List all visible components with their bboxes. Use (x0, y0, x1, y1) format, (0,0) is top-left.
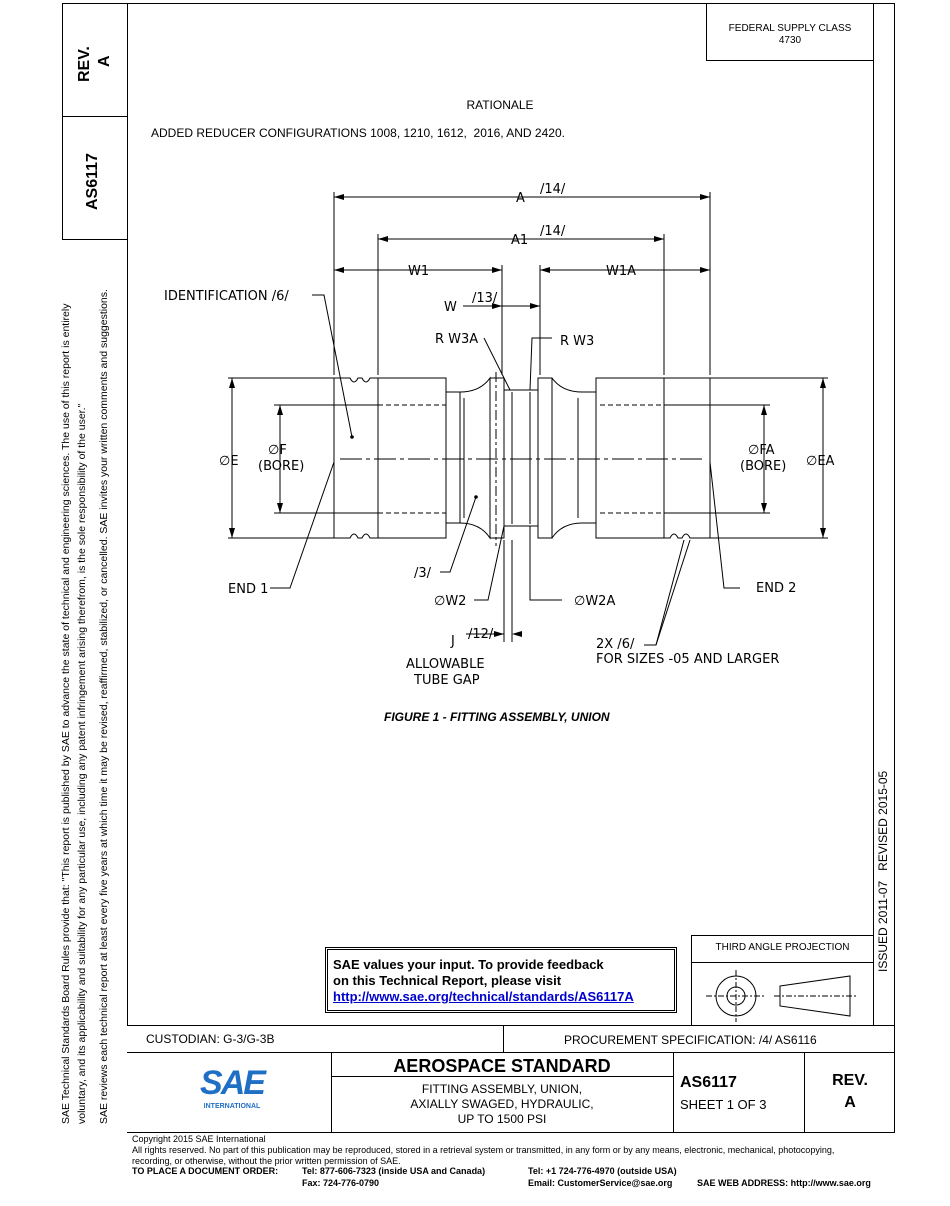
label-j: J (450, 634, 455, 649)
label-phi-ea: ∅EA (806, 454, 835, 469)
label-w1a: W1A (606, 264, 636, 279)
footer-tel-intl: Tel: +1 724-776-4970 (outside USA) (528, 1166, 677, 1176)
label-sizes-note: FOR SIZES -05 AND LARGER (596, 652, 779, 667)
custodian-row-divider (127, 1052, 895, 1053)
standard-type: AEROSPACE STANDARD (393, 1056, 611, 1076)
projection-divider (691, 962, 873, 963)
issued-revised: ISSUED 2011-07 REVISED 2015-05 (876, 770, 890, 972)
feedback-line2: on this Technical Report, please visit (333, 973, 562, 988)
footer-order-label: TO PLACE A DOCUMENT ORDER: (132, 1166, 279, 1176)
doc-title-line3: UP TO 1500 PSI (457, 1112, 547, 1126)
rev-label: REV. (832, 1072, 868, 1089)
label-phi-w2a: ∅W2A (574, 594, 615, 609)
footer-fax: Fax: 724-776-0790 (302, 1178, 380, 1188)
label-bore-left: (BORE) (258, 459, 304, 474)
title-block-bottom-line (127, 1132, 895, 1133)
label-2x-note: 2X /6/ (596, 637, 635, 652)
standard-type-underline (331, 1076, 673, 1077)
federal-supply-label: FEDERAL SUPPLY CLASS (728, 23, 852, 34)
label-end2: END 2 (756, 581, 796, 596)
rationale-text: ADDED REDUCER CONFIGURATIONS 1008, 1210,… (151, 126, 565, 140)
label-j-note: /12/ (468, 627, 494, 642)
footer-copyright: Copyright 2015 SAE International (132, 1134, 266, 1144)
label-a-note: /14/ (540, 182, 566, 197)
fitting-assembly-drawing: A /14/ A1 /14/ W1 W1A W /13/ IDENTIFICAT… (164, 182, 835, 688)
doc-divider (673, 1052, 674, 1132)
rationale-title: RATIONALE (466, 98, 534, 112)
label-phi-fa: ∅FA (748, 443, 775, 458)
frame-left-line (127, 3, 128, 1025)
custodian-divider (503, 1025, 504, 1052)
footer-rights2: recording, or otherwise, without the pri… (132, 1156, 401, 1166)
footer-email: Email: CustomerService@sae.org (528, 1178, 673, 1188)
sae-logo-sub: INTERNATIONAL (203, 1103, 261, 1110)
doc-number: AS6117 (680, 1074, 737, 1091)
feedback-line1: SAE values your input. To provide feedba… (333, 957, 604, 972)
custodian: CUSTODIAN: G-3/G-3B (146, 1032, 275, 1046)
side-note-line3: SAE reviews each technical report at lea… (98, 289, 110, 1124)
label-w: W (444, 300, 457, 315)
label-w-note: /13/ (472, 291, 498, 306)
federal-supply-value: 4730 (778, 35, 802, 46)
label-bore-right: (BORE) (740, 459, 786, 474)
federal-supply-box (706, 3, 874, 61)
sheet-number: SHEET 1 OF 3 (680, 1097, 767, 1112)
label-rw3a: R W3A (435, 332, 478, 347)
label-tube-gap: TUBE GAP (413, 673, 480, 688)
frame-right-line (894, 3, 895, 1133)
label-rw3: R W3 (560, 334, 594, 349)
figure-caption: FIGURE 1 - FITTING ASSEMBLY, UNION (384, 710, 610, 724)
label-allowable: ALLOWABLE (406, 657, 485, 672)
label-a: A (516, 191, 525, 206)
label-identification: IDENTIFICATION /6/ (164, 289, 289, 304)
label-phi-f: ∅F (268, 443, 287, 458)
label-a1: A1 (511, 233, 528, 248)
doc-number-side: AS6117 (84, 153, 101, 210)
projection-symbol-icon (706, 970, 856, 1022)
footer-web: SAE WEB ADDRESS: http://www.sae.org (697, 1178, 871, 1188)
side-note-line2: voluntary, and its applicability and sui… (76, 403, 88, 1124)
rev-divider (804, 1052, 805, 1132)
procurement-spec: PROCUREMENT SPECIFICATION: /4/ AS6116 (564, 1033, 817, 1047)
feedback-box (325, 947, 677, 1013)
label-note3: /3/ (414, 566, 432, 581)
doc-title-line2: AXIALLY SWAGED, HYDRAULIC, (410, 1097, 594, 1111)
label-end1: END 1 (228, 582, 268, 597)
label-phi-w2: ∅W2 (434, 594, 466, 609)
rev-side-box (62, 3, 128, 117)
feedback-link[interactable]: http://www.sae.org/technical/standards/A… (333, 989, 634, 1004)
sae-logo: SAE (200, 1064, 266, 1102)
doc-title-line1: FITTING ASSEMBLY, UNION, (421, 1082, 583, 1096)
label-w1: W1 (408, 264, 429, 279)
rev-side-value: A (96, 55, 113, 67)
footer-tel-us: Tel: 877-606-7323 (inside USA and Canada… (302, 1166, 486, 1176)
projection-label: THIRD ANGLE PROJECTION (715, 942, 850, 953)
frame-inner-right-line (873, 3, 874, 1025)
title-block-top-line (127, 1025, 895, 1026)
side-note-line1: SAE Technical Standards Board Rules prov… (60, 303, 72, 1124)
label-phi-e: ∅E (219, 454, 239, 469)
footer-rights: All rights reserved. No part of this pub… (132, 1145, 835, 1155)
label-a1-note: /14/ (540, 224, 566, 239)
frame-top-line (127, 3, 895, 4)
rev-side-label: REV. (76, 46, 93, 82)
logo-divider (331, 1052, 332, 1132)
rev-value: A (844, 1094, 856, 1111)
